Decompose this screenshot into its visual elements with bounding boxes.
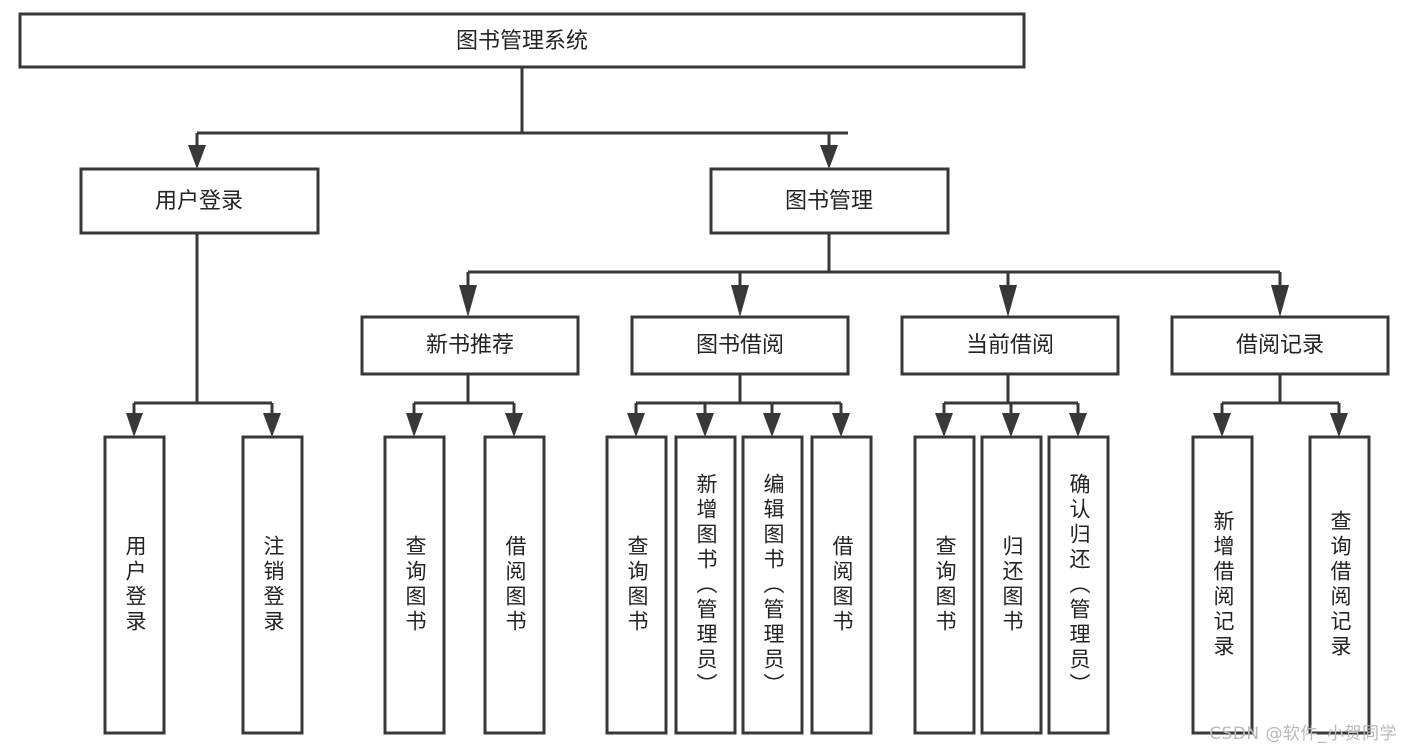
node-borrow-record-box[interactable]	[1170, 315, 1390, 376]
leaf-box-borrow-record-0[interactable]	[1191, 435, 1254, 735]
leaf-box-book-borrow-0[interactable]	[605, 435, 668, 735]
leaf-box-user-login-0[interactable]	[103, 435, 166, 735]
leaf-box-new-book-0[interactable]	[383, 435, 446, 735]
leaf-box-book-borrow-2[interactable]	[741, 435, 804, 735]
connector-bookmgmt-to-level3	[459, 233, 1289, 317]
node-borrow-record[interactable]: 借阅记录	[1170, 315, 1390, 376]
leaf-box-borrow-record-1[interactable]	[1308, 435, 1371, 735]
leaf-box-current-borrow-2[interactable]	[1047, 435, 1110, 735]
node-current-borrow-box[interactable]	[900, 315, 1120, 376]
leaf-box-book-borrow-3[interactable]	[810, 435, 873, 735]
leaf-boxes-current-borrow	[913, 435, 1110, 735]
node-current-borrow[interactable]: 当前借阅	[900, 315, 1120, 376]
node-book-management-label: 图书管理	[785, 189, 873, 214]
node-root-label: 图书管理系统	[456, 29, 588, 54]
csdn-watermark: CSDN @软件_小贺同学	[1209, 724, 1397, 744]
node-user-login-label: 用户登录	[155, 189, 243, 214]
node-book-management-box[interactable]	[709, 167, 950, 235]
node-book-borrow[interactable]: 图书借阅	[630, 315, 850, 376]
connector-newbook-to-leaves	[406, 374, 523, 437]
leaf-box-new-book-1[interactable]	[483, 435, 546, 735]
node-new-book-recommend-box[interactable]	[360, 315, 580, 376]
connector-currentborrow-to-leaves	[935, 374, 1087, 437]
connector-borrowrecord-to-leaves	[1213, 374, 1348, 437]
leaf-boxes-user-login	[103, 435, 304, 735]
node-book-borrow-box[interactable]	[630, 315, 850, 376]
node-new-book-recommend-label: 新书推荐	[426, 333, 514, 358]
leaf-box-current-borrow-1[interactable]	[980, 435, 1043, 735]
node-current-borrow-label: 当前借阅	[966, 333, 1054, 358]
leaf-boxes-book-borrow	[605, 435, 873, 735]
node-root-box[interactable]	[18, 12, 1026, 69]
node-user-login-box[interactable]	[79, 167, 320, 235]
connector-root-to-level2	[188, 67, 848, 169]
leaf-box-user-login-1[interactable]	[241, 435, 304, 735]
node-user-login[interactable]: 用户登录	[79, 167, 320, 235]
node-root[interactable]: 图书管理系统	[18, 12, 1026, 69]
node-new-book-recommend[interactable]: 新书推荐	[360, 315, 580, 376]
node-borrow-record-label: 借阅记录	[1236, 333, 1324, 358]
leaf-box-current-borrow-0[interactable]	[913, 435, 976, 735]
leaf-boxes-new-book-recommend	[383, 435, 546, 735]
node-book-management[interactable]: 图书管理	[709, 167, 950, 235]
leaf-boxes-borrow-record	[1191, 435, 1371, 735]
node-book-borrow-label: 图书借阅	[696, 333, 784, 358]
connector-bookborrow-to-leaves	[627, 374, 850, 437]
connector-userlogin-to-leaves	[126, 233, 281, 437]
leaf-box-book-borrow-1[interactable]	[674, 435, 737, 735]
